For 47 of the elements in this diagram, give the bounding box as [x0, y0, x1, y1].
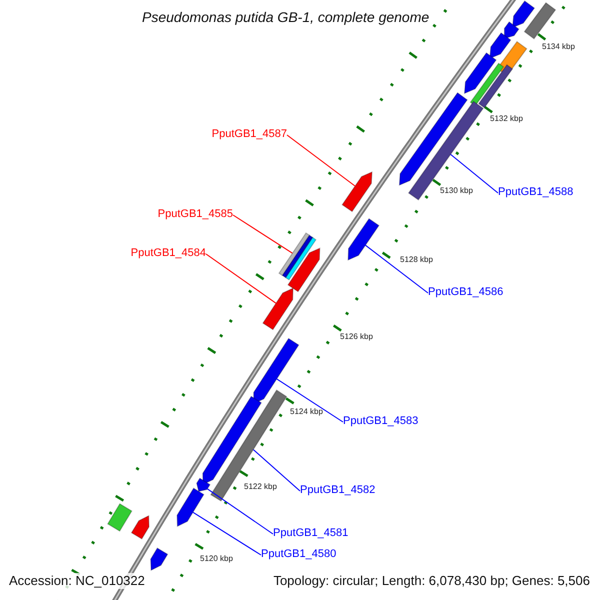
gene-feature — [130, 515, 150, 540]
leader-line — [192, 512, 262, 556]
gene-feature — [107, 503, 132, 532]
genome-stats-text: Topology: circular; Length: 6,078,430 bp; Genes: 5,506 — [273, 573, 590, 589]
gene-feature — [150, 547, 168, 571]
gene-label: PputGB1_4588 — [498, 185, 574, 199]
position-label: 5122 kbp — [244, 482, 277, 492]
gene-feature — [342, 171, 373, 212]
position-label: 5132 kbp — [490, 114, 523, 124]
gene-feature — [524, 2, 556, 40]
gene-label: PputGB1_4581 — [273, 526, 348, 540]
gene-label: PputGB1_4586 — [428, 285, 504, 299]
gene-feature — [504, 21, 520, 40]
gene-feature — [262, 288, 294, 330]
gene-feature — [512, 0, 536, 28]
gene-feature — [176, 488, 204, 528]
gene-label: PputGB1_4583 — [343, 414, 418, 428]
leader-line — [276, 378, 344, 422]
leader-line — [206, 254, 276, 304]
gene-label: PputGB1_4582 — [300, 483, 376, 497]
gene-feature — [287, 247, 320, 292]
gene-feature — [210, 389, 288, 502]
gene-feature — [489, 32, 512, 60]
gene-feature — [196, 478, 211, 492]
gene-feature — [478, 64, 514, 108]
gene-feature — [408, 100, 484, 201]
gene-feature — [464, 52, 497, 94]
position-label: 5124 kbp — [290, 407, 323, 417]
gene-label: PputGB1_4587 — [212, 127, 287, 141]
gene-label: PputGB1_4584 — [130, 246, 206, 260]
position-label: 5126 kbp — [340, 332, 373, 342]
position-label: 5134 kbp — [542, 42, 575, 52]
leader-line — [252, 449, 300, 492]
position-label: 5130 kbp — [440, 186, 473, 196]
gene-label: PputGB1_4580 — [261, 547, 336, 561]
leader-line — [232, 214, 293, 254]
title: Pseudomonas putida GB-1, complete genome — [142, 8, 430, 26]
leader-line — [364, 244, 428, 294]
position-label: 5128 kbp — [400, 255, 433, 265]
gene-label: PputGB1_4585 — [158, 207, 233, 221]
accession-text: Accession: NC_010322 — [8, 573, 146, 589]
gene-feature — [348, 218, 380, 261]
gene-feature — [470, 62, 504, 106]
position-label: 5120 kbp — [200, 554, 233, 564]
leader-line — [286, 134, 356, 186]
leader-line — [206, 488, 274, 534]
gene-feature — [398, 92, 468, 186]
